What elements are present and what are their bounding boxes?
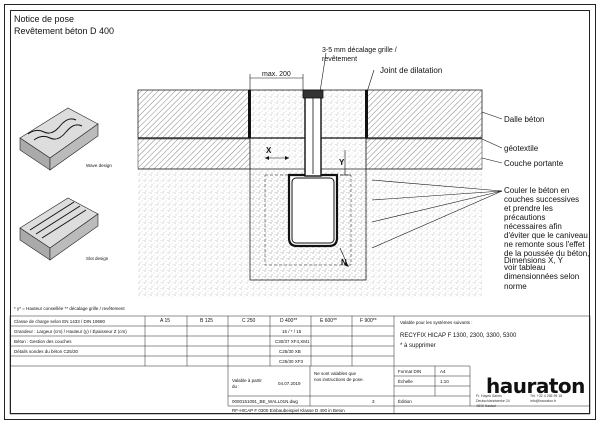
slot-design-label: Slot design (86, 256, 109, 261)
joint-label: Joint de dilatation (380, 66, 443, 75)
slot-design-illustration (19, 197, 99, 261)
dimensions-line4: norme (504, 282, 527, 291)
class-f900: F 900** (360, 318, 377, 324)
title-block (9, 315, 591, 415)
drawing-footer: RF-HICAP F 0300 Einbaubeispiel Klasse D … (232, 408, 345, 413)
address-1: Fr. Hayek Sarels (476, 394, 502, 398)
class-a15: A 15 (160, 318, 171, 324)
slab-right (365, 89, 483, 139)
valid-systems: RECYFIX HICAP F 1300, 2300, 3300, 5300 (400, 333, 517, 339)
class-c250: C 250 (242, 318, 256, 324)
address-3: 4840 Hautori (476, 404, 497, 408)
edition-label: Édition (398, 399, 412, 404)
row-load-class: Classe de charge selon EN 1433 / DIN 195… (14, 319, 106, 324)
dimensions-line3: dimensionnées selon (504, 272, 580, 281)
dimensions-line2: voir tableau (504, 263, 546, 272)
d400-size: 15 / * / 15 (282, 329, 302, 334)
footnote: * y* = Hauteur conseillée ** décalage gr… (14, 306, 125, 311)
wave-design-illustration (19, 107, 99, 171)
format-value: A4 (440, 369, 446, 374)
max-label: max. 200 (262, 71, 291, 78)
revision: 3 (372, 399, 375, 404)
offset-label: 3-5 mm décalage grille / (322, 47, 397, 54)
email: info@hauraton.fr (530, 399, 557, 403)
row-size: Grandeur : Largeur (cm) / Hauteur (y) / … (14, 329, 127, 334)
instructions-note-2: nos instructions de pose. (314, 377, 364, 382)
address-2: Deutschlandwerke 24 (476, 399, 510, 403)
row-concrete: Béton : Gestion des couches (14, 339, 72, 344)
delete-note: * à supprimer (400, 343, 436, 349)
row-concrete-detail: Détails sondes du béton C25/30 (14, 349, 79, 354)
dimension-y-label: Y (339, 158, 345, 167)
instruction-line2: couches successives (504, 195, 580, 204)
slab-left (137, 89, 251, 139)
base-layer-label: Couche portante (504, 159, 564, 168)
instruction-line8: de la poussée du béton, (504, 249, 590, 258)
scale-label: Échelle (398, 379, 413, 384)
drawing-inner-frame (10, 10, 590, 414)
instruction-line4: précautions (504, 213, 546, 222)
class-d400: D 400** (280, 318, 298, 324)
d400-concrete: C30/37 XF4,XM1 (275, 339, 310, 344)
d400-bed: C25/30 XB (279, 349, 301, 354)
dimension-n-label: N (341, 258, 347, 267)
format-label: Format DIN (398, 369, 422, 374)
page-subtitle: Revêtement béton D 400 (14, 26, 115, 36)
instruction-line7: ne remonte sous l'effet (504, 240, 585, 249)
phone: Tél. +32 4 256 95 18 (530, 394, 563, 398)
d400-coating: C25/30 XF3 (279, 359, 304, 364)
instructions-note-1: Ne sont valables que (314, 371, 357, 376)
base-layer-right (365, 138, 483, 170)
valid-from-label: Valable à partir (232, 378, 262, 383)
instruction-line5: nécessaires afin (504, 222, 562, 231)
valid-from-label-2: du : (232, 384, 240, 389)
class-b125: B 125 (200, 318, 214, 324)
class-e600: E 600** (320, 318, 337, 324)
wave-design-label: Wave design (86, 163, 112, 168)
page-title: Notice de pose (14, 14, 75, 24)
dimension-x-label: X (266, 146, 272, 155)
instruction-line6: d'éviter que le caniveau (504, 231, 588, 240)
instruction-line1: Couler le béton en (504, 186, 570, 195)
dimensions-line1: Dimensions X, Y (504, 256, 563, 265)
valid-date: 04.07.2019 (278, 381, 301, 386)
offset-label-2: revêtement (322, 56, 358, 63)
drawing-number: 0000151091_BE_WALL01N.dwg (232, 399, 298, 404)
drawing-frame (4, 4, 596, 420)
base-layer-left (137, 138, 251, 170)
geotextile-label: géotextile (504, 144, 539, 153)
company-logo: hauraton (486, 374, 585, 398)
instruction-line3: et prendre les (504, 204, 553, 213)
scale-value: 1:10 (440, 379, 449, 384)
slab-label: Dalle béton (504, 115, 545, 124)
valid-systems-title: Valable pour les systèmes suivants : (400, 320, 473, 325)
